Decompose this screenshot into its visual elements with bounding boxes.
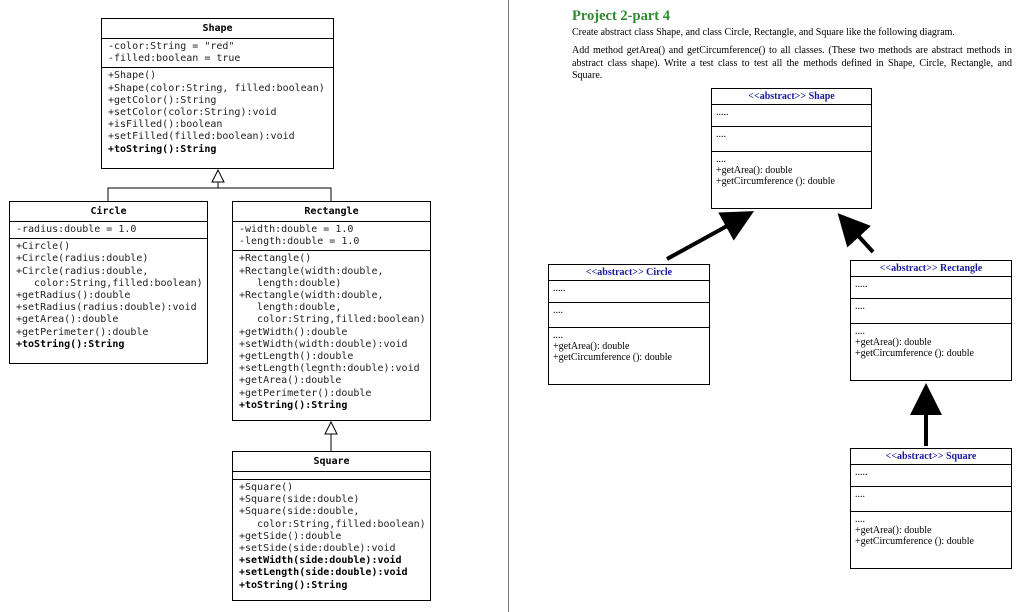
instruction-paragraph: Create abstract class Shape, and class C… — [572, 27, 955, 38]
uml-placeholder: ..... — [851, 276, 1011, 298]
abstract-class-circle: <<abstract>> Circle ..... .... .... +get… — [548, 264, 710, 385]
uml-method: +Rectangle(width:double, — [239, 290, 384, 302]
uml-method: +getWidth():double — [239, 326, 348, 338]
uml-method: +getColor():String — [108, 94, 217, 106]
uml-placeholder: ..... — [549, 280, 709, 302]
uml-method: color:String,filled:boolean) — [16, 277, 203, 289]
uml-method: +toString():String — [239, 579, 348, 591]
abstract-class-square: <<abstract>> Square ..... .... .... +get… — [850, 448, 1012, 569]
uml-placeholder: .... — [553, 330, 563, 341]
uml-method: +getPerimeter():double — [239, 387, 372, 399]
uml-method: +getCircumference (): double — [553, 352, 672, 363]
uml-method: +getCircumference (): double — [855, 348, 974, 359]
uml-method: +toString():String — [16, 338, 125, 350]
uml-method: +getArea(): double — [553, 341, 630, 352]
uml-attribute: -length:double = 1.0 — [239, 236, 360, 248]
uml-method: length:double, — [239, 302, 342, 314]
abstract-class-rectangle: <<abstract>> Rectangle ..... .... .... +… — [850, 260, 1012, 381]
page-title: Project 2-part 4 — [572, 8, 670, 24]
uml-method: +getCircumference (): double — [855, 536, 974, 547]
uml-method: +getArea():double — [239, 375, 342, 387]
uml-method: +getSide():double — [239, 530, 342, 542]
uml-method: color:String,filled:boolean) — [239, 314, 426, 326]
uml-method: +getArea(): double — [855, 525, 932, 536]
uml-method: +Circle(radius:double) — [16, 253, 149, 265]
uml-method: +setColor(color:String):void — [108, 107, 277, 119]
uml-class-title: Square — [313, 456, 350, 467]
uml-method: +setLength(side:double):void — [239, 567, 408, 579]
uml-class-title: <<abstract>> Circle — [585, 267, 673, 278]
uml-class-title: Circle — [90, 206, 127, 217]
uml-method: +getRadius():double — [16, 290, 131, 302]
uml-placeholder: .... — [855, 514, 865, 525]
uml-attribute: -width:double = 1.0 — [239, 224, 354, 235]
uml-method: color:String,filled:boolean) — [239, 518, 426, 530]
uml-attribute: -radius:double = 1.0 — [16, 224, 137, 235]
uml-placeholder: .... — [851, 486, 1011, 511]
uml-method: +getPerimeter():double — [16, 326, 149, 338]
abstract-class-shape: <<abstract>> Shape ..... .... .... +getA… — [711, 88, 872, 209]
uml-method: +isFilled():boolean — [108, 119, 223, 131]
uml-method: +Shape(color:String, filled:boolean) — [108, 82, 325, 94]
uml-method: +setRadius(radius:double):void — [16, 302, 197, 314]
uml-class-rectangle: Rectangle -width:double = 1.0 -length:do… — [232, 201, 431, 421]
uml-placeholder: .... — [549, 302, 709, 327]
uml-placeholder: .... — [712, 126, 871, 151]
uml-method: +Square() — [239, 482, 294, 493]
uml-class-title: Rectangle — [304, 206, 359, 217]
uml-class-circle: Circle -radius:double = 1.0 +Circle() +C… — [9, 201, 208, 364]
uml-method: +getArea(): double — [855, 337, 932, 348]
uml-class-title: <<abstract>> Shape — [748, 91, 835, 102]
uml-method: +getArea(): double — [716, 165, 793, 176]
uml-method: +Rectangle() — [239, 253, 312, 265]
uml-method: +setLength(legnth:double):void — [239, 363, 420, 375]
uml-class-title: <<abstract>> Rectangle — [879, 263, 983, 274]
uml-method: +Square(side:double, — [239, 506, 360, 518]
uml-method: +Rectangle(width:double, — [239, 265, 384, 277]
uml-method: +Shape() — [108, 70, 157, 82]
inheritance-arrows-right — [666, 211, 942, 446]
uml-method: length:double) — [239, 277, 342, 289]
uml-class-square: Square +Square() +Square(side:double) +S… — [232, 451, 431, 601]
uml-class-shape: Shape -color:String = "red" -filled:bool… — [101, 18, 334, 169]
uml-attribute: -filled:boolean = true — [108, 53, 241, 65]
uml-placeholder: ..... — [712, 104, 871, 126]
uml-placeholder: .... — [716, 154, 726, 165]
uml-method: +getLength():double — [239, 351, 354, 363]
instruction-paragraph: Add method getArea() and getCircumferenc… — [572, 45, 1012, 81]
uml-method: +setSide(side:double):void — [239, 543, 396, 555]
uml-method: +Square(side:double) — [239, 494, 360, 506]
uml-method: +getArea():double — [16, 314, 119, 326]
uml-placeholder: ..... — [851, 464, 1011, 486]
page-divider — [508, 0, 509, 612]
uml-attribute: -color:String = "red" — [108, 41, 235, 52]
uml-method: +setWidth(side:double):void — [239, 555, 402, 567]
uml-placeholder: .... — [855, 326, 865, 337]
uml-method: +toString():String — [108, 143, 217, 155]
uml-method: +Circle(radius:double, — [16, 265, 149, 277]
uml-method: +getCircumference (): double — [716, 176, 835, 187]
inheritance-lines-left — [107, 168, 338, 451]
uml-class-title: <<abstract>> Square — [885, 451, 977, 462]
uml-class-title: Shape — [202, 23, 233, 34]
uml-placeholder: .... — [851, 298, 1011, 323]
uml-method: +setWidth(width:double):void — [239, 338, 408, 350]
uml-method: +toString():String — [239, 399, 348, 411]
uml-method: +Circle() — [16, 241, 71, 253]
uml-method: +setFilled(filled:boolean):void — [108, 131, 295, 143]
